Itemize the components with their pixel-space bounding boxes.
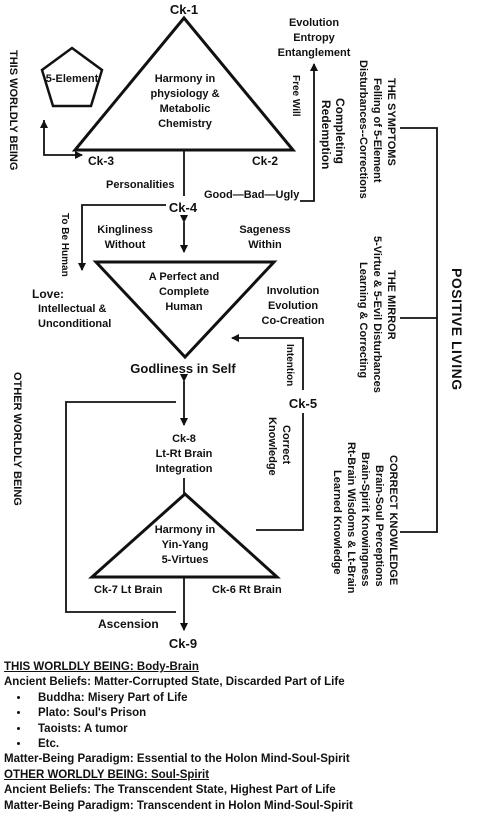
svg-text:THE SYMPTOMS: THE SYMPTOMS <box>385 78 397 166</box>
svg-text:Felling of 5-Element: Felling of 5-Element <box>371 78 383 183</box>
love-label: Love: <box>32 287 64 301</box>
beliefs-list: Buddha: Misery Part of Life Plato: Soul'… <box>4 691 474 753</box>
ascension-label: Ascension <box>98 617 159 631</box>
within-label: Within <box>248 239 282 251</box>
this-worldly-being-label: THIS WORLDLY BEING <box>7 50 19 170</box>
ancient-beliefs-2: Ancient Beliefs: The Transcendent State,… <box>4 784 336 797</box>
involution-label: Involution <box>267 285 320 297</box>
completing-label: Completing <box>333 98 347 164</box>
other-worldly-being-label: OTHER WORLDLY BEING <box>11 372 23 506</box>
to-be-human-label: To Be Human <box>59 213 70 277</box>
ancient-beliefs-1: Ancient Beliefs: Matter-Corrupted State,… <box>4 676 345 689</box>
paradigm-1: Matter-Being Paradigm: Essential to the … <box>4 753 350 766</box>
bottom-triangle-line-1: Harmony in <box>155 524 216 536</box>
entropy-label: Entropy <box>293 32 335 44</box>
ck4-to-love-arrow <box>78 204 166 271</box>
cocreation-label: Co-Creation <box>262 315 325 327</box>
knowledge-label: Knowledge <box>266 417 278 476</box>
left-loop-line <box>65 401 176 613</box>
love-intellectual-label: Intellectual & <box>38 303 107 315</box>
correct-knowledge-block: CORRECT KNOWLEDGE Brain-Soul Perceptions… <box>331 442 399 594</box>
ck3-label: Ck-3 <box>88 154 114 168</box>
ck5-label: Ck-5 <box>289 396 317 411</box>
positive-living-bracket <box>400 127 438 533</box>
ck8-label: Ck-8 <box>172 433 196 445</box>
bottom-notes: THIS WORLDLY BEING: Body-Brain Ancient B… <box>4 660 474 814</box>
top-triangle-line-4: Chemistry <box>158 118 213 130</box>
svg-text:THE MIRROR: THE MIRROR <box>385 270 397 340</box>
svg-text:Disturbances--Corrections: Disturbances--Corrections <box>357 60 369 199</box>
correct-label: Correct <box>280 425 292 464</box>
ck7-label: Ck-7 Lt Brain <box>94 584 163 596</box>
svg-text:Rt-Brain Wisdoms & Lt-Brain: Rt-Brain Wisdoms & Lt-Brain <box>345 442 357 594</box>
svg-text:Brain-Soul Perceptions: Brain-Soul Perceptions <box>373 465 385 587</box>
bottom-triangle-line-2: Yin-Yang <box>162 539 209 551</box>
top-triangle-line-3: Metabolic <box>160 103 211 115</box>
paradigm-2: Matter-Being Paradigm: Transcendent in H… <box>4 799 353 812</box>
top-triangle-line-2: physiology & <box>150 88 219 100</box>
redemption-label: Redemption <box>319 100 333 169</box>
mirror-block: THE MIRROR 5-Virtue & 5-Evil Disturbance… <box>357 236 397 393</box>
list-item: Plato: Soul's Prison <box>30 706 474 721</box>
middle-triangle-line-2: Complete <box>159 286 209 298</box>
sageness-label: Sageness <box>239 224 290 236</box>
this-worldly-heading: THIS WORLDLY BEING: Body-Brain <box>4 661 199 673</box>
top-triangle-line-1: Harmony in <box>155 73 216 85</box>
ck1-label: Ck-1 <box>170 2 198 17</box>
pentagon-to-ck3-arrow <box>43 120 83 159</box>
middle-triangle <box>92 260 278 360</box>
svg-text:5-Virtue & 5-Evil Disturbances: 5-Virtue & 5-Evil Disturbances <box>371 236 383 393</box>
middle-triangle-line-3: Human <box>165 301 203 313</box>
kingliness-label: Kingliness <box>97 224 153 236</box>
integration-label: Integration <box>156 463 213 475</box>
middle-triangle-line-1: A Perfect and <box>149 271 220 283</box>
without-label: Without <box>105 239 146 251</box>
list-item: Etc. <box>30 737 474 752</box>
intention-label: Intention <box>284 344 295 386</box>
good-bad-ugly-label: Good—Bad—Ugly <box>204 189 300 201</box>
five-element-label: 5-Element <box>46 73 99 85</box>
lt-rt-brain-label: Lt-Rt Brain <box>156 448 213 460</box>
chakra-diagram: THIS WORLDLY BEING OTHER WORLDLY BEING C… <box>7 2 465 651</box>
bottom-triangle-line-3: 5-Virtues <box>162 554 209 566</box>
ck2-label: Ck-2 <box>252 154 278 168</box>
list-item: Taoists: A tumor <box>30 722 474 737</box>
love-unconditional-label: Unconditional <box>38 318 111 330</box>
free-will-arrow <box>300 63 318 202</box>
svg-text:CORRECT KNOWLEDGE: CORRECT KNOWLEDGE <box>387 455 399 585</box>
positive-living-label: POSITIVE LIVING <box>449 268 465 391</box>
symptoms-block: THE SYMPTOMS Felling of 5-Element Distur… <box>357 60 397 199</box>
evolution2-label: Evolution <box>268 300 318 312</box>
svg-text:Learned Knowledge: Learned Knowledge <box>331 470 343 575</box>
evolution-label: Evolution <box>289 17 339 29</box>
ck6-label: Ck-6 Rt Brain <box>212 584 282 596</box>
svg-text:Learning & Correcting: Learning & Correcting <box>357 262 369 378</box>
entanglement-label: Entanglement <box>278 47 351 59</box>
list-item: Buddha: Misery Part of Life <box>30 691 474 706</box>
free-will-label: Free Will <box>290 75 301 117</box>
other-worldly-heading: OTHER WORLDLY BEING: Soul-Spirit <box>4 768 210 781</box>
five-element-pentagon <box>40 46 104 108</box>
personalities-label: Personalities <box>106 179 174 191</box>
godliness-label: Godliness in Self <box>130 361 236 376</box>
ck9-label: Ck-9 <box>169 636 197 651</box>
ck5-to-bottom-triangle-line <box>256 413 304 531</box>
ck4-label: Ck-4 <box>169 200 198 215</box>
ck5-to-triangle-arrow <box>231 334 304 390</box>
svg-text:Brain-Spirit Knowingness: Brain-Spirit Knowingness <box>359 452 371 586</box>
